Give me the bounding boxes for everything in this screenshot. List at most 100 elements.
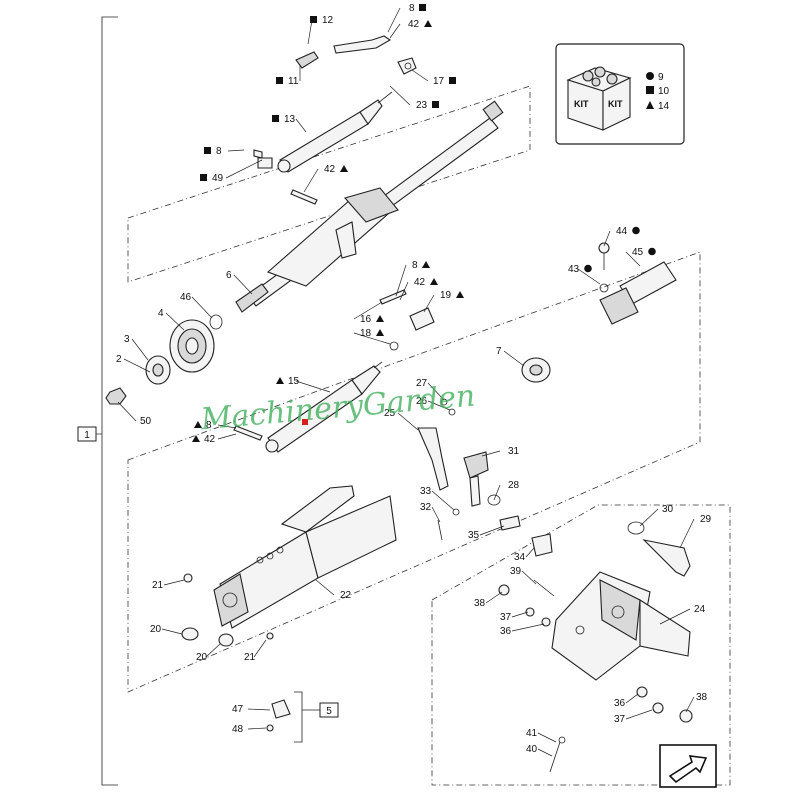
callout-48: 48 — [232, 724, 244, 735]
callout-number: 7 — [496, 346, 502, 357]
sub-assembly-number-box — [319, 702, 339, 718]
callout-leader-line — [253, 639, 267, 658]
callout-number: 40 — [526, 744, 538, 755]
callout-18: 18 — [360, 328, 384, 339]
callout-leader-line — [163, 579, 185, 586]
callout-number: 22 — [340, 590, 352, 601]
square-kit-symbol-icon — [204, 147, 211, 154]
kit-legend-circle-count: 9 — [658, 72, 664, 83]
callout-20: 20 — [196, 652, 208, 663]
callout-number: 15 — [288, 376, 300, 387]
callout-leader-line — [521, 570, 537, 585]
callout-leader-line — [431, 506, 441, 523]
callout-28: 28 — [508, 480, 520, 491]
callout-number: 13 — [284, 114, 296, 125]
callout-number: 36 — [500, 626, 512, 637]
callout-number: 29 — [700, 514, 712, 525]
u-joint-parts — [521, 242, 677, 383]
callout-leader-line — [625, 251, 641, 267]
callout-number: 30 — [662, 504, 674, 515]
callout-12: 12 — [310, 15, 334, 26]
callout-leader-line — [123, 358, 151, 373]
callout-8: 8 — [409, 3, 426, 14]
callout-41: 41 — [526, 728, 538, 739]
callout-number: 38 — [696, 692, 708, 703]
upper-column-parts — [235, 35, 504, 313]
callout-36: 36 — [500, 626, 512, 637]
callout-number: 42 — [204, 434, 216, 445]
callout-leader-line — [205, 643, 221, 658]
callout-38: 38 — [696, 692, 708, 703]
callout-leader-line — [679, 518, 695, 549]
sub-assembly-number: 5 — [326, 706, 332, 717]
triangle-kit-symbol-icon — [376, 315, 384, 322]
callout-number: 23 — [416, 100, 428, 111]
callout-21: 21 — [244, 652, 256, 663]
callout-leader-line — [577, 268, 601, 285]
callout-number: 6 — [226, 270, 232, 281]
callout-leader-line — [685, 696, 695, 713]
callout-number: 41 — [526, 728, 538, 739]
callout-number: 18 — [360, 328, 372, 339]
circle-kit-symbol-icon — [648, 247, 656, 256]
callout-number: 44 — [616, 226, 628, 237]
callout-17: 17 — [433, 76, 456, 87]
callout-number: 3 — [124, 334, 130, 345]
callout-33: 33 — [420, 486, 432, 497]
callout-36: 36 — [614, 698, 626, 709]
callout-leader-line — [511, 623, 545, 632]
callout-42: 42 — [324, 164, 348, 175]
callout-leader-line — [525, 547, 535, 558]
callout-number: 36 — [614, 698, 626, 709]
callout-38: 38 — [474, 598, 486, 609]
callout-2: 2 — [116, 354, 122, 365]
callout-number: 32 — [420, 502, 432, 513]
callout-number: 33 — [420, 486, 432, 497]
callout-31: 31 — [508, 446, 520, 457]
callout-number: 8 — [216, 146, 222, 157]
callout-number: 34 — [514, 552, 526, 563]
callout-49: 49 — [200, 173, 224, 184]
callout-number: 48 — [232, 724, 244, 735]
callout-42: 42 — [192, 434, 216, 445]
pedal-bracket-parts — [498, 521, 693, 773]
callout-leader-line — [295, 118, 307, 133]
callout-45: 45 — [632, 247, 656, 258]
callout-number: 21 — [244, 652, 256, 663]
callout-leader-line — [247, 727, 267, 730]
callout-number: 4 — [158, 308, 164, 319]
callout-number: 16 — [360, 314, 372, 325]
callout-number: 46 — [180, 292, 192, 303]
assembly-bracket: 1 — [77, 16, 118, 786]
triangle-kit-symbol-icon — [192, 435, 200, 442]
callout-leader-line — [481, 450, 501, 457]
callout-37: 37 — [614, 714, 626, 725]
callout-number: 31 — [508, 446, 520, 457]
triangle-kit-symbol-icon — [340, 165, 348, 172]
callout-number: 2 — [116, 354, 122, 365]
callout-leader-line — [503, 350, 525, 367]
kit-word-right: KIT — [608, 99, 623, 109]
triangle-kit-symbol-icon — [456, 291, 464, 298]
callout-4: 4 — [158, 308, 164, 319]
callout-24: 24 — [694, 604, 706, 615]
pedal-parts — [417, 398, 521, 541]
callout-leader-line — [161, 628, 183, 635]
callout-30: 30 — [662, 504, 674, 515]
callout-50: 50 — [140, 416, 152, 427]
callout-leader-line — [511, 611, 529, 618]
callout-number: 39 — [510, 566, 522, 577]
callout-3: 3 — [124, 334, 130, 345]
leader-lines — [117, 7, 695, 757]
kit-legend-square-icon — [646, 86, 654, 94]
assembly-number: 1 — [84, 430, 90, 441]
callout-leader-line — [639, 508, 659, 527]
pulley-parts — [105, 314, 223, 405]
circle-kit-symbol-icon — [584, 264, 592, 273]
callout-leader-line — [247, 708, 271, 711]
circle-kit-symbol-icon — [632, 226, 640, 235]
next-page-arrow-icon[interactable] — [659, 744, 717, 788]
callout-leader-line — [397, 412, 419, 431]
callout-25: 25 — [384, 408, 396, 419]
